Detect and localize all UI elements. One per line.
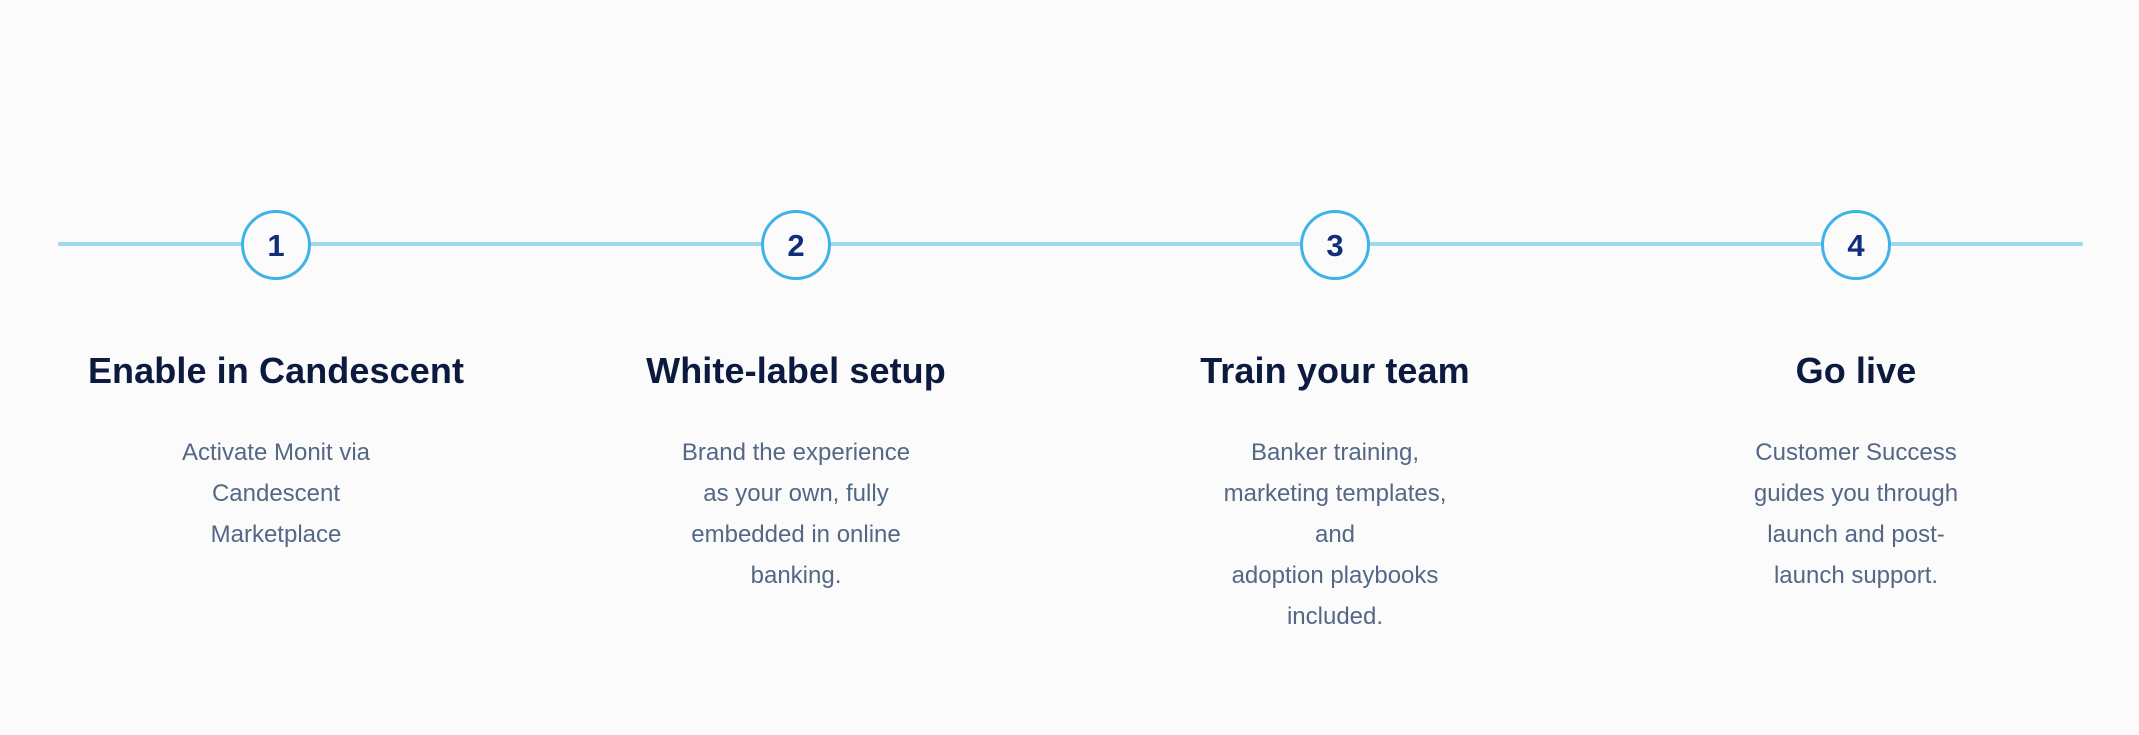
step-description-line: Customer Success guides you through xyxy=(1753,439,1959,507)
timeline-step-3: 3 Train your team Banker training, marke… xyxy=(1095,0,1575,735)
step-number-circle: 4 xyxy=(1821,210,1891,280)
step-number: 1 xyxy=(267,227,285,263)
step-title: Train your team xyxy=(1200,350,1470,391)
step-description-line: adoption playbooks included. xyxy=(1231,562,1439,630)
step-description: Brand the experience as your own, fully … xyxy=(676,432,916,596)
step-title: Enable in Candescent xyxy=(87,350,465,391)
step-description-line: Banker training, marketing templates, an… xyxy=(1223,439,1447,548)
step-title: White-label setup xyxy=(646,350,946,391)
step-description: Customer Success guides you through laun… xyxy=(1736,432,1976,596)
timeline-step-4: 4 Go live Customer Success guides you th… xyxy=(1616,0,2096,735)
step-description-line: launch and post-launch support. xyxy=(1767,521,1945,589)
timeline-step-1: 1 Enable in Candescent Activate Monit vi… xyxy=(36,0,516,735)
step-number-circle: 1 xyxy=(241,210,311,280)
step-description: Banker training, marketing templates, an… xyxy=(1215,432,1455,637)
step-title: Go live xyxy=(1795,350,1917,391)
step-description: Activate Monit via Candescent Marketplac… xyxy=(156,432,396,555)
step-number: 3 xyxy=(1326,227,1344,263)
timeline-step-2: 2 White-label setup Brand the experience… xyxy=(556,0,1036,735)
step-description-line: Marketplace xyxy=(210,521,342,548)
step-description-line: Activate Monit via Candescent xyxy=(181,439,371,507)
step-number: 4 xyxy=(1847,227,1865,263)
step-number-circle: 3 xyxy=(1300,210,1370,280)
step-description-line: embedded in online banking. xyxy=(691,521,901,589)
step-number: 2 xyxy=(787,227,805,263)
step-description-line: Brand the experience as your own, fully xyxy=(681,439,911,507)
timeline-connector-line xyxy=(58,242,2083,246)
step-number-circle: 2 xyxy=(761,210,831,280)
